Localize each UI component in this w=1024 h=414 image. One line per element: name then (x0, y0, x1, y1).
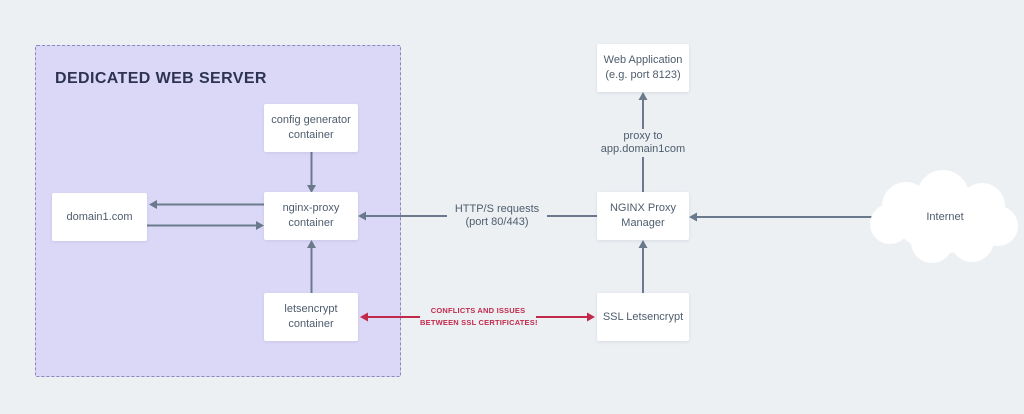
edge-label-ssl-conflict: CONFLICTS AND ISSUES BETWEEN SSL CERTIFI… (420, 304, 537, 330)
node-label: NGINX Proxy Manager (609, 202, 676, 229)
node-letsencrypt-container: letsencrypt container (264, 293, 358, 341)
node-ssl-letsencrypt: SSL Letsencrypt (597, 293, 689, 341)
node-label: config generator container (271, 114, 351, 141)
internet-cloud (870, 170, 1018, 263)
node-web-application: Web Application (e.g. port 8123) (597, 44, 689, 92)
node-label: SSL Letsencrypt (602, 310, 684, 323)
node-label: Web Application (e.g. port 8123) (603, 54, 683, 81)
internet-label: Internet (926, 211, 964, 223)
edge-label-proxy-to: proxy to app.domain1com (593, 129, 693, 157)
node-label: domain1.com (66, 210, 133, 223)
gray-connectors (147, 99, 884, 293)
node-config-generator-container: config generator container (264, 104, 358, 152)
gray-arrowheads (149, 92, 697, 248)
node-label: nginx-proxy container (282, 202, 340, 229)
node-nginx-proxy-manager: NGINX Proxy Manager (597, 192, 689, 240)
zone-title: DEDICATED WEB SERVER (55, 70, 267, 87)
node-label: letsencrypt container (284, 303, 338, 330)
edge-label-https-requests: HTTP/S requests (port 80/443) (447, 202, 547, 230)
node-domain1com: domain1.com (52, 193, 147, 241)
node-nginx-proxy-container: nginx-proxy container (264, 192, 358, 240)
